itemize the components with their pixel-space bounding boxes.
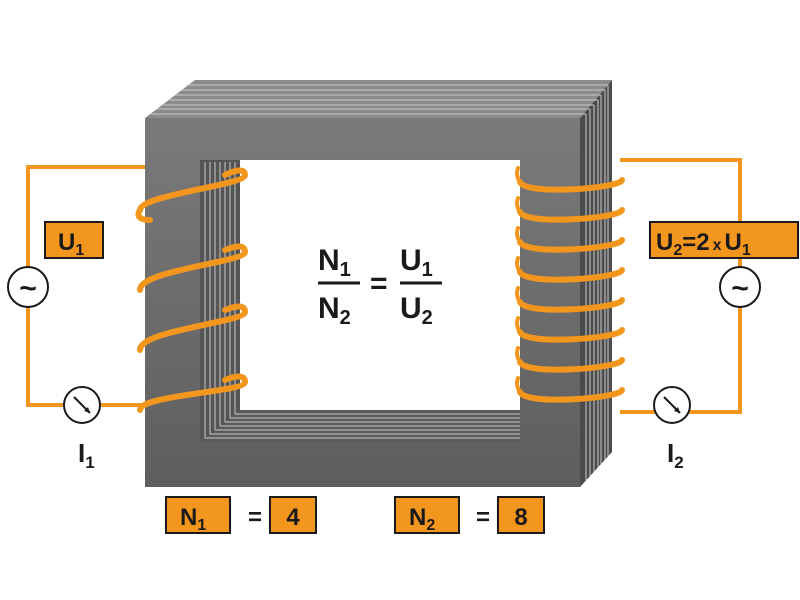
svg-text:N2: N2 xyxy=(409,504,435,534)
secondary-ac-source: ~ xyxy=(719,266,761,308)
secondary-ammeter xyxy=(653,386,691,424)
turns-equals-n1: = xyxy=(248,504,262,531)
turns-label-n2: N2 = 8 xyxy=(394,496,545,534)
turns-value-n1: 4 xyxy=(286,504,300,531)
turns-value-n2: 8 xyxy=(514,504,527,531)
transformer-core xyxy=(145,80,612,487)
core-laminations xyxy=(151,84,609,481)
primary-ac-source: ~ xyxy=(7,266,49,308)
turns-ratio-formula: N1 N2 = U1 U2 xyxy=(318,244,442,329)
core-top-face xyxy=(145,80,612,118)
svg-text:N1: N1 xyxy=(180,504,206,534)
svg-text:U1: U1 xyxy=(58,229,84,259)
formula-denominator-left: N2 xyxy=(318,292,351,329)
primary-coil xyxy=(135,167,249,413)
core-side-face xyxy=(580,80,612,487)
tilde-icon: ~ xyxy=(19,272,37,305)
formula-equals: = xyxy=(370,267,388,300)
turns-equals-n2: = xyxy=(476,504,490,531)
formula-denominator-right: U2 xyxy=(400,292,433,329)
tilde-icon: ~ xyxy=(731,272,749,305)
formula-numerator-left: N1 xyxy=(318,244,351,281)
voltage-label-u1: U1 xyxy=(44,221,104,259)
core-window xyxy=(240,160,520,410)
turns-label-n1: N1 = 4 xyxy=(165,496,317,534)
current-label-i2: I2 xyxy=(667,438,684,472)
formula-numerator-right: U1 xyxy=(400,244,433,281)
primary-ammeter xyxy=(63,386,101,424)
secondary-coil xyxy=(515,166,625,403)
current-label-i1: I1 xyxy=(78,438,95,472)
